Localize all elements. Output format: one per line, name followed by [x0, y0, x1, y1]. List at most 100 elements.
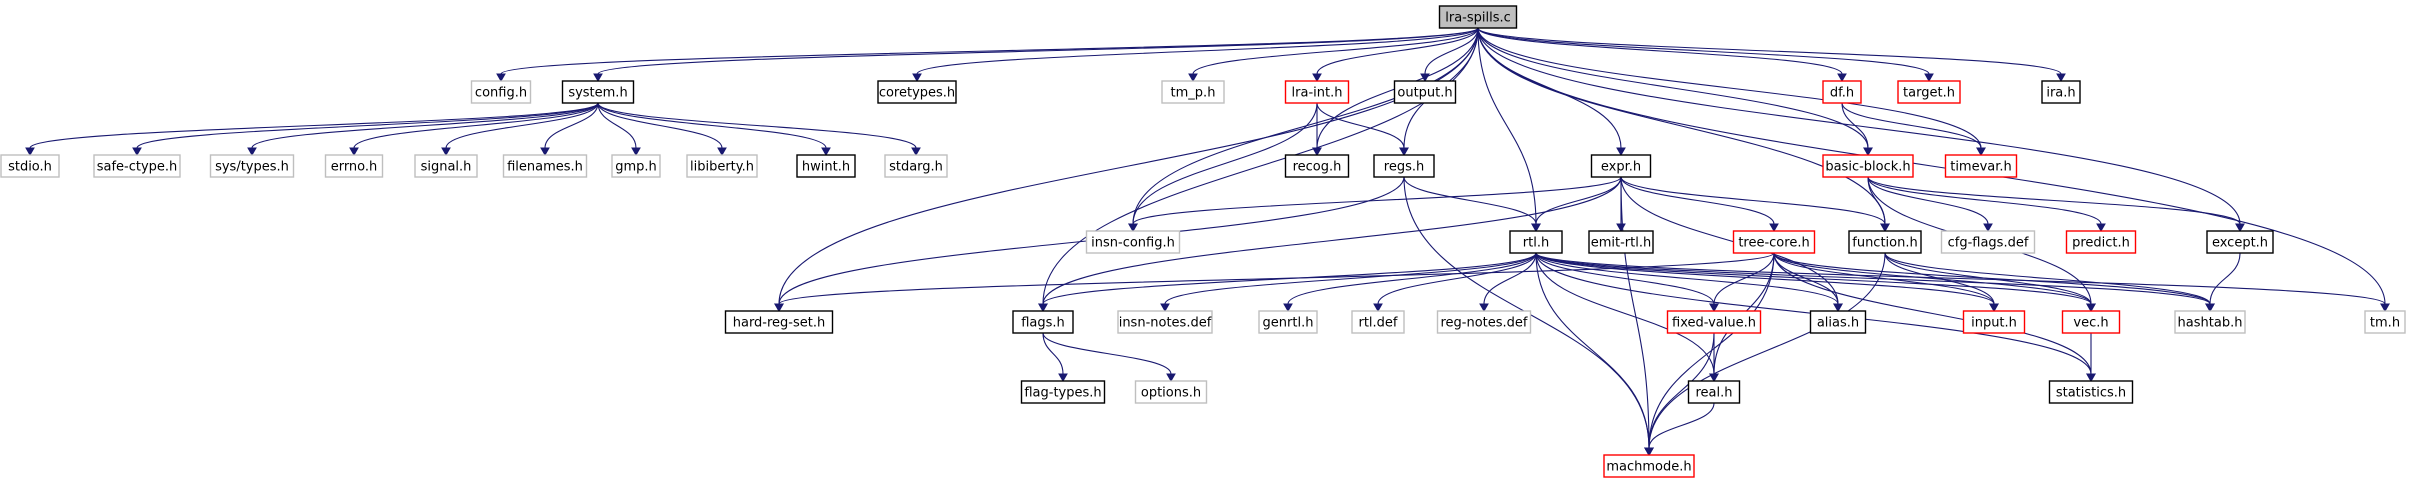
node-system[interactable]: system.h	[561, 80, 635, 104]
node-except[interactable]: except.h	[2206, 230, 2274, 254]
node-vec[interactable]: vec.h	[2061, 310, 2121, 334]
node-label: config.h	[475, 86, 527, 101]
edge-line	[1841, 102, 1982, 149]
node-ira[interactable]: ira.h	[2041, 80, 2081, 104]
node-target[interactable]: target.h	[1897, 80, 1961, 104]
node-label: tm_p.h	[1171, 86, 1216, 101]
edge-tree-core-to-hard-reg-set	[774, 252, 1775, 313]
node-lra-int[interactable]: lra-int.h	[1284, 80, 1350, 104]
edge-system-to-signal	[441, 102, 599, 157]
edge-lra-spills-to-coretypes	[912, 27, 1479, 83]
edge-line	[1535, 176, 1622, 225]
node-options[interactable]: options.h	[1134, 380, 1208, 404]
node-errno[interactable]: errno.h	[324, 154, 384, 178]
edge-lra-spills-to-insn-config	[1128, 27, 1479, 233]
node-rtl[interactable]: rtl.h	[1509, 230, 1563, 254]
node-fixed-value[interactable]: fixed-value.h	[1666, 310, 1762, 334]
node-hwint[interactable]: hwint.h	[796, 154, 856, 178]
node-real[interactable]: real.h	[1687, 380, 1741, 404]
node-rtl-def[interactable]: rtl.def	[1351, 310, 1405, 334]
node-label: filenames.h	[507, 160, 583, 175]
node-label: hashtab.h	[2178, 316, 2243, 331]
node-label: alias.h	[1817, 316, 1859, 331]
edge-arrowhead	[1160, 303, 1170, 313]
node-tm_p[interactable]: tm_p.h	[1161, 80, 1225, 104]
node-tm[interactable]: tm.h	[2364, 310, 2406, 334]
node-regs[interactable]: regs.h	[1373, 154, 1435, 178]
edge-line	[1287, 252, 1537, 305]
node-reg-notes[interactable]: reg-notes.def	[1436, 310, 1532, 334]
node-flag-types[interactable]: flag-types.h	[1020, 380, 1106, 404]
node-statistics[interactable]: statistics.h	[2048, 380, 2134, 404]
edge-arrowhead	[912, 73, 922, 83]
node-label: output.h	[1397, 86, 1452, 101]
node-insn-config[interactable]: insn-config.h	[1085, 230, 1181, 254]
edge-line	[1042, 176, 1622, 305]
node-config[interactable]: config.h	[470, 80, 532, 104]
node-tree-core[interactable]: tree-core.h	[1732, 230, 1816, 254]
node-label: options.h	[1141, 386, 1201, 401]
node-input[interactable]: input.h	[1962, 310, 2026, 334]
node-output[interactable]: output.h	[1393, 80, 1457, 104]
node-box	[2041, 80, 2081, 104]
node-emit-rtl[interactable]: emit-rtl.h	[1588, 230, 1654, 254]
node-label: cfg-flags.def	[1948, 236, 2029, 251]
edge-lra-int-to-regs	[1316, 102, 1409, 157]
node-coretypes[interactable]: coretypes.h	[877, 80, 957, 104]
edge-line	[1477, 27, 1982, 149]
node-timevar[interactable]: timevar.h	[1944, 154, 2018, 178]
node-box	[611, 154, 661, 178]
edge-arrowhead	[1479, 303, 1489, 313]
edge-line	[1403, 176, 1537, 225]
node-label: hard-reg-set.h	[733, 316, 826, 331]
edge-system-to-stdarg	[597, 102, 921, 157]
node-filenames[interactable]: filenames.h	[502, 154, 588, 178]
node-expr[interactable]: expr.h	[1590, 154, 1652, 178]
node-label: machmode.h	[1606, 460, 1691, 475]
node-recog[interactable]: recog.h	[1284, 154, 1350, 178]
node-label: except.h	[2212, 236, 2268, 251]
node-lra-spills[interactable]: lra-spills.c	[1438, 5, 1518, 29]
node-alias[interactable]: alias.h	[1809, 310, 1867, 334]
node-function[interactable]: function.h	[1848, 230, 1922, 254]
node-stdio[interactable]: stdio.h	[0, 154, 60, 178]
node-predict[interactable]: predict.h	[2065, 230, 2137, 254]
node-sys-types[interactable]: sys/types.h	[209, 154, 295, 178]
node-hashtab[interactable]: hashtab.h	[2174, 310, 2246, 334]
node-box	[1134, 380, 1208, 404]
edge-arrowhead	[774, 303, 784, 313]
edge-arrowhead	[1833, 303, 1843, 313]
edge-line	[1620, 176, 1775, 225]
node-basic-block[interactable]: basic-block.h	[1822, 154, 1914, 178]
node-signal[interactable]: signal.h	[414, 154, 478, 178]
node-df[interactable]: df.h	[1822, 80, 1862, 104]
node-machmode[interactable]: machmode.h	[1603, 454, 1695, 478]
edge-line	[136, 102, 599, 149]
edge-expr-to-rtl	[1531, 176, 1622, 233]
node-box	[1161, 80, 1225, 104]
edge-line	[1773, 252, 2092, 305]
edge-line	[2209, 252, 2241, 305]
node-cfg-flags[interactable]: cfg-flags.def	[1940, 230, 2036, 254]
edge-line	[1132, 102, 1318, 225]
edge-arrowhead	[631, 147, 641, 157]
node-insn-notes[interactable]: insn-notes.def	[1117, 310, 1213, 334]
node-gmp[interactable]: gmp.h	[611, 154, 661, 178]
edge-line	[778, 252, 1775, 305]
node-genrtl[interactable]: genrtl.h	[1258, 310, 1318, 334]
node-label: df.h	[1830, 86, 1854, 101]
node-safe-ctype[interactable]: safe-ctype.h	[93, 154, 181, 178]
node-hard-reg-set[interactable]: hard-reg-set.h	[724, 310, 834, 334]
edge-line	[1132, 176, 1622, 225]
edge-layer	[25, 27, 2390, 457]
node-label: insn-notes.def	[1119, 316, 1212, 331]
node-flags[interactable]: flags.h	[1012, 310, 1074, 334]
node-box	[877, 80, 957, 104]
edge-arrowhead	[2380, 303, 2390, 313]
node-libiberty[interactable]: libiberty.h	[686, 154, 758, 178]
node-label: libiberty.h	[690, 160, 754, 175]
edge-arrowhead	[1769, 223, 1779, 233]
node-label: hwint.h	[802, 160, 850, 175]
node-stdarg[interactable]: stdarg.h	[884, 154, 948, 178]
edge-arrowhead	[540, 147, 550, 157]
